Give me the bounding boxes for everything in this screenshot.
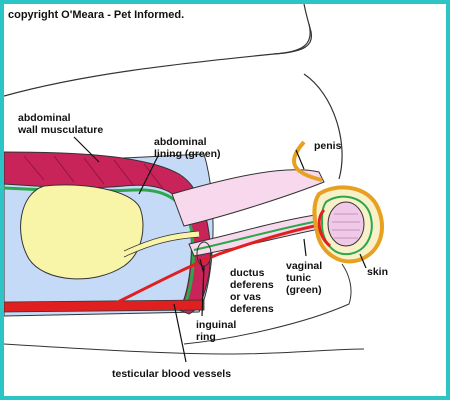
label-line: vaginal (286, 260, 323, 272)
label-abdominal-lining: abdominal lining (green) (154, 136, 221, 160)
thigh-outline (183, 263, 352, 345)
label-line: penis (314, 140, 342, 152)
label-line: abdominal (154, 136, 207, 148)
label-line: abdominal (18, 112, 71, 124)
label-abdominal-wall: abdominal wall musculature (18, 112, 103, 136)
label-ductus-deferens: ductus deferens or vas deferens (230, 267, 274, 315)
abdominal-vessel-band (4, 299, 205, 313)
label-line: deferens (230, 279, 274, 291)
abdominal-wall-muscle (4, 151, 211, 315)
penis-sheath (171, 169, 325, 227)
hind-leg-outline (303, 73, 343, 180)
label-line: (green) (286, 284, 322, 296)
label-vaginal-tunic: vaginal tunic (green) (286, 260, 322, 296)
vaginal-tunic (320, 195, 373, 256)
label-line: inguinal (196, 319, 237, 331)
label-penis: penis (314, 140, 341, 152)
leader-lines (73, 136, 367, 363)
bladder (20, 184, 144, 280)
canine-inguinal-anatomy-diagram (4, 4, 385, 363)
testis (327, 201, 365, 247)
copyright-text: copyright O'Meara - Pet Informed. (8, 9, 185, 21)
testicular-vessel (113, 222, 325, 306)
label-line: or vas (230, 291, 261, 303)
ureter-outline (123, 230, 200, 258)
label-line: tunic (286, 272, 312, 284)
label-testicular-vessels: testicular blood vessels (112, 368, 231, 380)
label-line: skin (367, 266, 389, 278)
label-inguinal-ring: inguinal ring (196, 319, 236, 343)
label-line: wall musculature (18, 124, 104, 136)
label-line: ductus (230, 267, 265, 279)
label-line: testicular blood vessels (112, 368, 232, 380)
body-outline (4, 23, 311, 97)
label-skin: skin (367, 266, 388, 278)
label-line: lining (green) (154, 148, 221, 160)
label-line: ring (196, 331, 216, 343)
belly-outline (4, 343, 365, 355)
penis (292, 140, 323, 182)
epididymis (317, 208, 332, 248)
muscle-fibre-lines (23, 155, 165, 191)
testis-texture (332, 213, 360, 239)
dog-head-outline (273, 4, 313, 55)
ureter (122, 231, 200, 257)
label-line: deferens (230, 303, 274, 315)
